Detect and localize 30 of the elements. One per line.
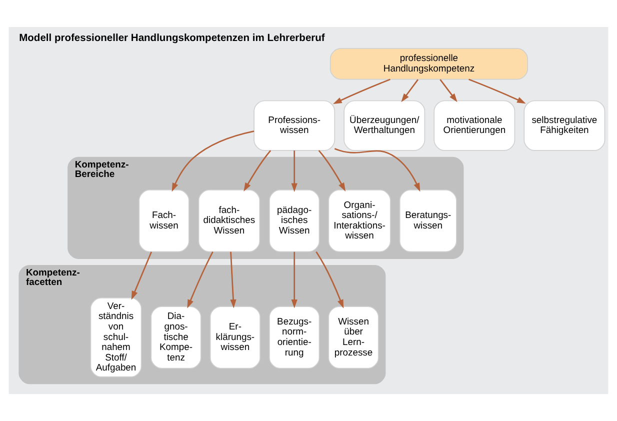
node-box: Fach- wissen [138, 190, 190, 252]
arrow [131, 252, 152, 300]
arrow [318, 150, 346, 192]
node-box: Professions- wissen [254, 100, 336, 151]
arrow [440, 79, 458, 102]
node-box: Ver- ständnis von schul- nahem Stoff/ Aufgaben [90, 298, 142, 378]
arrow [244, 150, 272, 192]
node-box: Er- klärungs- wissen [210, 306, 260, 369]
arrow [187, 252, 214, 308]
node-box: Überzeugungen/ Werthaltungen [344, 100, 426, 151]
node-box: Wissen über Lern- prozesse [328, 306, 379, 369]
arrow [230, 252, 236, 308]
arrow [316, 251, 344, 308]
diagram-title: Modell professioneller Handlungskompetenzen im Lehrerberuf [19, 33, 325, 44]
node-box: professionelle Handlungskompetenz [330, 48, 528, 80]
arrow [291, 150, 298, 192]
node-box: Organi- sations-/ Interaktions- wissen [328, 190, 391, 252]
node-box: Bezugs- norm- orientie- rung [269, 306, 320, 369]
node-box: fach- didaktisches Wissen [198, 190, 260, 252]
node-box: motivationale Orientierungen [434, 100, 516, 151]
arrow [334, 148, 420, 192]
arrow [333, 78, 390, 104]
arrow [291, 252, 298, 308]
arrow [468, 78, 526, 104]
arrow [401, 79, 418, 102]
arrow [172, 130, 254, 192]
node-box: selbstregulative Fähigkeiten [524, 100, 606, 151]
node-box: pädago- isches Wissen [269, 190, 320, 252]
node-box: Dia- gnos- tische Kompe- tenz [150, 306, 202, 369]
node-box: Beratungs- wissen [399, 190, 457, 252]
